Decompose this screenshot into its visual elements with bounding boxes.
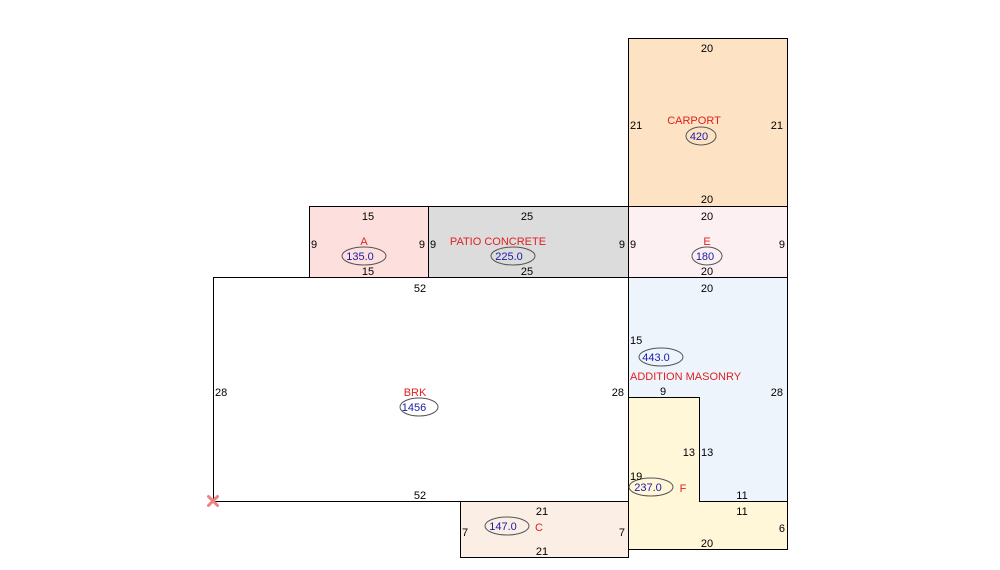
x-mark-icon[interactable]: [207, 495, 219, 507]
room-brk-dim-right: 28: [612, 387, 624, 399]
room-a-dim-top: 15: [362, 211, 374, 223]
room-e-area: 180: [696, 251, 714, 263]
room-carport-dim-right: 21: [771, 120, 783, 132]
room-c-dim-right: 7: [619, 527, 625, 539]
room-a-dim-bottom: 15: [362, 266, 374, 278]
room-f-dim-right: 6: [779, 523, 785, 535]
room-carport-dim-bottom: 20: [701, 194, 713, 206]
room-carport-shape: [628, 38, 788, 207]
room-addition-label: ADDITION MASONRY: [630, 371, 742, 383]
room-c-shape: [460, 501, 629, 558]
room-c-label: C: [535, 522, 543, 534]
room-addition-dim-bottom: 11: [736, 490, 747, 502]
room-c-dim-left: 7: [462, 527, 468, 539]
room-c-dim-top: 21: [536, 506, 548, 518]
room-addition-dim-right: 28: [771, 387, 783, 399]
room-patio-concrete[interactable]: PATIO CONCRETE 225.0 25 9 9 25: [428, 206, 629, 279]
room-brk-dim-bottom: 52: [414, 490, 426, 502]
room-brk-dim-left: 28: [215, 387, 227, 399]
room-patio-dim-left: 9: [430, 239, 436, 251]
room-a[interactable]: A 135.0 15 9 9 15: [309, 206, 429, 279]
room-carport-dim-left: 21: [630, 120, 642, 132]
room-patio-dim-right: 9: [619, 239, 625, 251]
room-e-shape: [628, 206, 788, 278]
room-brk-label: BRK: [404, 387, 427, 399]
room-addition-area-ellipse: [638, 347, 684, 367]
room-a-area-ellipse: [341, 246, 387, 266]
room-patio-shape: [428, 206, 629, 278]
room-e-dim-top: 20: [701, 211, 713, 223]
room-c-dim-bottom: 21: [536, 546, 548, 558]
room-patio-label: PATIO CONCRETE: [450, 236, 546, 248]
room-f-dim-bottom: 20: [701, 538, 713, 550]
room-a-dim-left: 9: [311, 239, 317, 251]
room-brk[interactable]: BRK 1456 52 28 28 52: [213, 277, 629, 503]
room-patio-area-ellipse: [490, 246, 536, 266]
room-f-area-ellipse: [628, 477, 674, 497]
room-brk-dim-top: 52: [414, 283, 426, 295]
room-patio-area: 225.0: [495, 251, 523, 263]
room-e-dim-left: 9: [630, 239, 636, 251]
room-c-area-ellipse: [484, 516, 530, 536]
room-e-area-ellipse: [691, 246, 723, 266]
room-carport-label: CARPORT: [667, 115, 721, 127]
room-brk-shape: [213, 277, 629, 502]
room-carport[interactable]: CARPORT 420 20 21 21 20: [628, 38, 788, 207]
room-e[interactable]: E 180 20 9 9 20: [628, 206, 788, 279]
room-carport-dim-top: 20: [701, 43, 713, 55]
room-addition-dim-notch-top: 9: [660, 386, 666, 398]
room-a-label: A: [360, 236, 368, 248]
room-f-label: F: [680, 483, 687, 495]
room-e-dim-bottom: 20: [701, 266, 713, 278]
room-c-area: 147.0: [489, 521, 517, 533]
room-patio-dim-top: 25: [521, 211, 533, 223]
room-f-dim-notch-top: 11: [736, 506, 747, 518]
room-carport-area-ellipse: [685, 126, 717, 146]
room-a-area: 135.0: [346, 251, 374, 263]
room-a-shape: [309, 206, 429, 278]
room-f-area: 237.0: [634, 482, 662, 494]
room-brk-area: 1456: [402, 402, 426, 414]
room-addition-area: 443.0: [642, 352, 670, 364]
room-f-dim-left: 19: [630, 471, 642, 483]
room-brk-area-ellipse: [399, 397, 439, 417]
room-addition-dim-left: 15: [630, 335, 642, 347]
room-addition-dim-notch-side: 13: [701, 447, 713, 459]
room-e-label: E: [703, 236, 710, 248]
room-addition-dim-top: 20: [701, 283, 713, 295]
room-c[interactable]: C 147.0 21 7 7 21: [460, 501, 629, 559]
room-e-dim-right: 9: [779, 239, 785, 251]
room-f-dim-notch-side: 13: [683, 447, 695, 459]
room-carport-area: 420: [690, 131, 708, 143]
room-a-dim-right: 9: [419, 239, 425, 251]
room-patio-dim-bottom: 25: [521, 266, 533, 278]
